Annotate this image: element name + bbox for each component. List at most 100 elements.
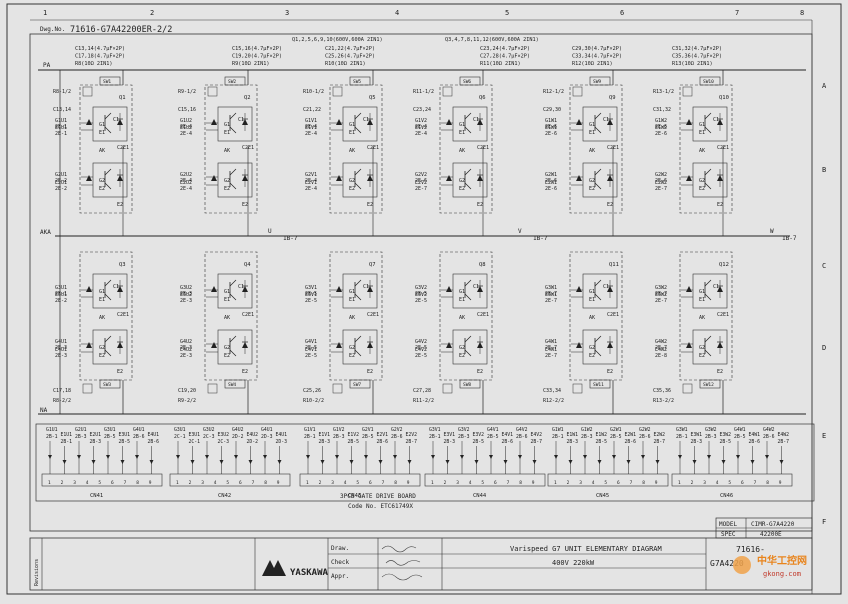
switch-box bbox=[692, 329, 728, 365]
terminal-label: AK bbox=[99, 315, 105, 321]
connector-pin: G1U1 bbox=[46, 427, 58, 433]
connector-body bbox=[299, 473, 421, 487]
gate-terminal: G2W2 bbox=[655, 172, 667, 178]
resistor-icon bbox=[207, 86, 218, 97]
terminal-label: C1 bbox=[603, 284, 609, 290]
terminal-label: C2E1 bbox=[117, 312, 129, 318]
connector-pin: G1W2 bbox=[581, 427, 593, 433]
zener-icon bbox=[336, 286, 342, 292]
gate-ref: 2E-5 bbox=[415, 345, 427, 351]
zener-icon bbox=[211, 119, 217, 125]
terminal-label: G1 bbox=[459, 289, 465, 295]
arrow-icon bbox=[149, 460, 154, 464]
terminal-label: C2E1 bbox=[607, 312, 619, 318]
resistor-icon bbox=[442, 383, 453, 394]
pin-number: 3 bbox=[456, 480, 459, 486]
pin-number: 2 bbox=[691, 480, 694, 486]
pin-number: 7 bbox=[507, 480, 510, 486]
board-name: 3PCB GATE DRIVE BOARD bbox=[340, 493, 416, 500]
switch-label: SW3 bbox=[103, 382, 111, 388]
connector-name: CN43 bbox=[348, 493, 361, 499]
pin-number: 9 bbox=[407, 480, 410, 486]
pin-number: 4 bbox=[86, 480, 89, 486]
spec-note: C31,32(4.7μF×2P) bbox=[672, 46, 722, 52]
gate-ref: 2E-7 bbox=[545, 291, 557, 297]
connector-ref: 2D-2 bbox=[247, 439, 259, 445]
capacitor-label: C27,28 bbox=[413, 388, 431, 394]
connector-name: CN45 bbox=[596, 493, 609, 499]
connector-ref: 2D-3 bbox=[276, 439, 288, 445]
gate-terminal: G3V1 bbox=[305, 285, 317, 291]
yaskawa-logo-icon bbox=[262, 560, 286, 576]
connector-pin: E1W1 bbox=[567, 432, 579, 438]
gate-ref: 2E-7 bbox=[415, 186, 427, 192]
connector-ref: 2B-6 bbox=[391, 434, 403, 440]
connector-ref: 2B-3 bbox=[567, 439, 579, 445]
gate-terminal: E3W2 bbox=[655, 292, 667, 298]
gate-ref: 2E-6 bbox=[655, 178, 667, 184]
terminal-label: E2 bbox=[349, 353, 355, 359]
gate-ref: 2E-8 bbox=[655, 353, 667, 359]
arrow-icon bbox=[750, 460, 755, 464]
switch-label: SW4 bbox=[228, 382, 236, 388]
gate-terminal: E1W1 bbox=[545, 125, 557, 131]
arrow-icon bbox=[120, 460, 125, 464]
connector-pin: E4U1 bbox=[148, 432, 160, 438]
column-number: 8 bbox=[800, 9, 804, 17]
terminal-label: G2 bbox=[589, 345, 595, 351]
row-letter: F bbox=[822, 518, 826, 526]
gate-ref: 2E-5 bbox=[305, 291, 317, 297]
terminal-label: E1 bbox=[699, 297, 705, 303]
switch-label: SW7 bbox=[353, 382, 361, 388]
title-block: Revisions YASKAWA Draw. Check Appr. Vari… bbox=[29, 537, 813, 591]
pin-number: 4 bbox=[592, 480, 595, 486]
gate-ref: 2E-4 bbox=[180, 186, 192, 192]
terminal-label: E2 bbox=[224, 353, 230, 359]
pin-number: 3 bbox=[201, 480, 204, 486]
connector-ref: 2D-3 bbox=[261, 434, 273, 440]
gate-ref: 2E-1 bbox=[55, 291, 67, 297]
terminal-label: E1 bbox=[224, 130, 230, 136]
pin-number: 8 bbox=[642, 480, 645, 486]
terminal-label: E2 bbox=[367, 369, 373, 375]
rail-na-label: NA bbox=[40, 407, 48, 414]
gate-ref: 2E-2 bbox=[55, 178, 67, 184]
switch-box bbox=[342, 273, 378, 309]
arrow-icon bbox=[655, 460, 660, 464]
zener-icon bbox=[576, 119, 582, 125]
gate-terminal: E1W2 bbox=[655, 125, 667, 131]
gate-terminal: G3W2 bbox=[655, 285, 667, 291]
arrow-icon bbox=[626, 460, 631, 464]
gate-terminal: E3V2 bbox=[415, 292, 427, 298]
arrow-icon bbox=[263, 455, 267, 459]
connector-ref: 2B-3 bbox=[581, 434, 593, 440]
terminal-label: E2 bbox=[459, 186, 465, 192]
pin-number: 9 bbox=[655, 480, 658, 486]
pin-number: 4 bbox=[344, 480, 347, 486]
connector-ref: 2B-3 bbox=[458, 434, 470, 440]
terminal-label: E2 bbox=[607, 202, 613, 208]
arrow-icon bbox=[393, 455, 397, 459]
pin-number: 7 bbox=[754, 480, 757, 486]
connector-pin: E3V2 bbox=[473, 432, 485, 438]
check-label: Check bbox=[331, 559, 349, 566]
terminal-label: E2 bbox=[224, 186, 230, 192]
connector-pin: G3V2 bbox=[458, 427, 470, 433]
resistor-label: R12-2/2 bbox=[543, 398, 564, 404]
connector-ref: 2B-1 bbox=[46, 434, 58, 440]
connector-pin: E1W2 bbox=[596, 432, 608, 438]
arrow-icon bbox=[554, 455, 558, 459]
watermark-cn: 中华工控网 bbox=[757, 554, 807, 567]
gate-terminal: E2V2 bbox=[415, 180, 427, 186]
zener-icon bbox=[211, 342, 217, 348]
snubber-block bbox=[99, 379, 121, 389]
spec-note: C33,34(4.7μF×2P) bbox=[572, 54, 622, 60]
pin-number: 7 bbox=[252, 480, 255, 486]
pin-number: 8 bbox=[264, 480, 267, 486]
connector-ref: 2B-5 bbox=[362, 434, 374, 440]
row-letter: D bbox=[822, 344, 826, 352]
